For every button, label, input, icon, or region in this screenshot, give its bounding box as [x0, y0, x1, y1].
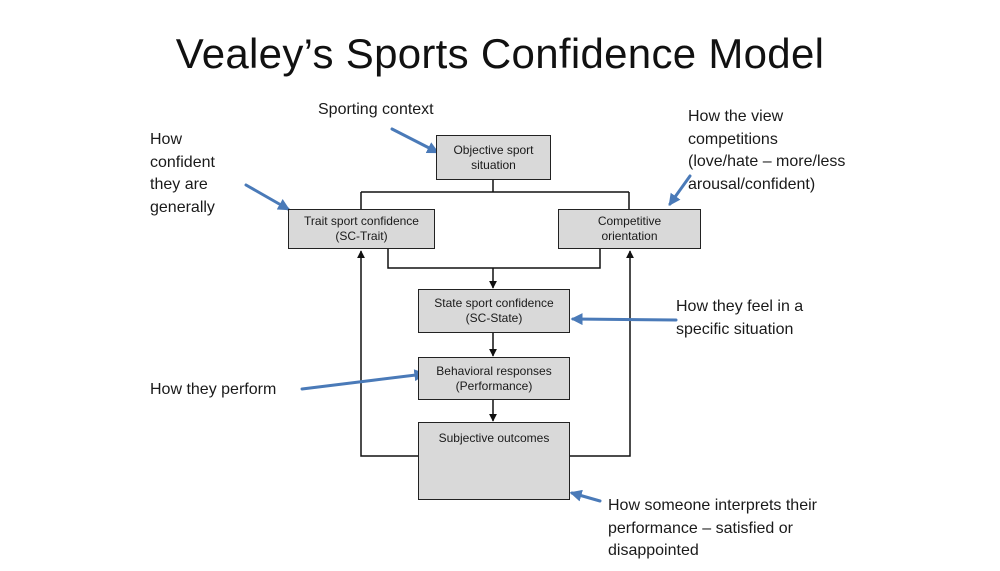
- annotation-line: How someone interprets their: [608, 497, 817, 514]
- annotation-line: confident: [150, 153, 215, 171]
- annotation-line: they are: [150, 176, 208, 193]
- annotation-perform: How they perform: [150, 379, 276, 402]
- box-label: Objective sport: [453, 142, 534, 157]
- annotation-arrow-feel-specific: [570, 313, 678, 326]
- annotation-arrow-confident: [244, 183, 291, 211]
- annotation-arrow-sporting-context: [390, 127, 440, 154]
- box-label: (SC-State): [465, 311, 523, 325]
- annotation-arrow-perform: [300, 369, 427, 391]
- annotation-arrow-view-competitions: [668, 174, 692, 206]
- box-label: Trait sport confidence: [304, 214, 419, 228]
- annotation-line: competitions: [688, 130, 778, 148]
- annotation-line: How they perform: [150, 381, 277, 398]
- page-title: Vealey’s Sports Confidence Model: [175, 30, 825, 77]
- annotation-line: How: [150, 131, 183, 148]
- annotation-line: How the view: [688, 108, 784, 125]
- annotation-line: arousal/confident): [688, 175, 816, 193]
- trait-sport-confidence-box: Trait sport confidence (SC-Trait): [288, 209, 435, 249]
- box-label: (Performance): [455, 378, 533, 393]
- box-label: Competitive: [597, 214, 662, 228]
- annotation-line: How they feel in a: [676, 298, 804, 315]
- annotation-line: performance – satisfied or: [608, 519, 793, 537]
- annotation-line: specific situation: [676, 320, 794, 338]
- box-label: (SC-Trait): [335, 229, 388, 243]
- connector-objective-split: [360, 180, 630, 209]
- annotation-line: disappointed: [608, 542, 699, 559]
- annotation-interprets: How someone interprets their performance…: [608, 495, 817, 563]
- subjective-outcomes-box: Subjective outcomes: [418, 422, 570, 500]
- objective-sport-situation-box: Objective sport situation: [436, 135, 551, 180]
- annotation-line: generally: [150, 198, 215, 216]
- feedback-loop-competitive: [570, 250, 634, 457]
- annotation-arrow-interprets: [569, 489, 602, 503]
- box-label: Subjective outcomes: [438, 431, 550, 445]
- annotation-line: Sporting context: [318, 101, 434, 118]
- box-label: Behavioral responses: [436, 363, 552, 378]
- annotation-sporting-context: Sporting context: [318, 99, 434, 122]
- annotation-line: (love/hate – more/less: [688, 153, 846, 170]
- annotation-feel-specific: How they feel in a specific situation: [676, 296, 803, 341]
- box-label: orientation: [601, 229, 658, 243]
- annotation-confident-generally: How confident they are generally: [150, 129, 215, 219]
- box-label: situation: [471, 157, 516, 172]
- box-label: State sport confidence: [434, 296, 554, 310]
- state-sport-confidence-box: State sport confidence (SC-State): [418, 289, 570, 333]
- feedback-loop-trait: [357, 250, 418, 457]
- annotation-view-competitions: How the view competitions (love/hate – m…: [688, 106, 845, 196]
- competitive-orientation-box: Competitive orientation: [558, 209, 701, 249]
- behavioral-responses-box: Behavioral responses (Performance): [418, 357, 570, 400]
- connector-merge-to-state: [387, 249, 601, 269]
